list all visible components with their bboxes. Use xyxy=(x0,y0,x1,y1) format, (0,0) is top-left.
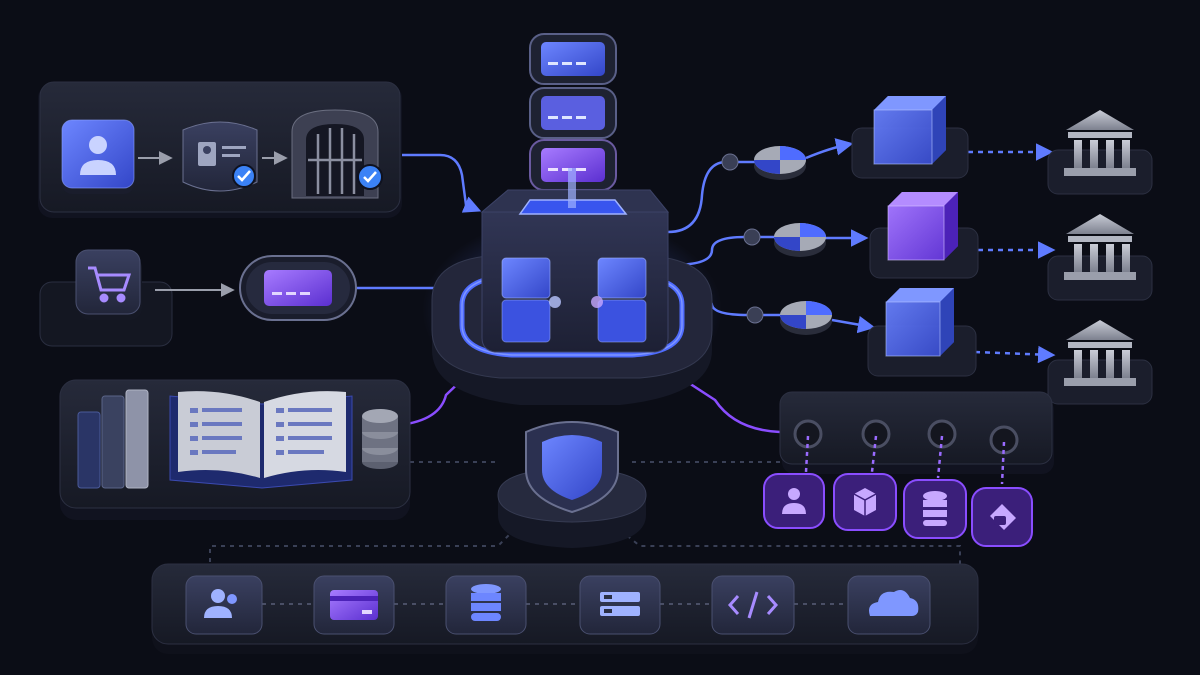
platform-to-shield-left-line xyxy=(209,525,519,562)
output-row-3 xyxy=(746,288,1153,405)
server-icon[interactable] xyxy=(579,575,661,635)
identity-flow-panel xyxy=(38,81,402,218)
check-badge-icon xyxy=(357,164,383,190)
connector-panel xyxy=(763,391,1054,547)
plug-cables xyxy=(804,435,1006,485)
central-hub-cube-icon xyxy=(480,168,670,353)
connectors-to-hub-arrow xyxy=(669,370,781,434)
payment-card-capsule[interactable] xyxy=(239,255,357,321)
shield-icon xyxy=(525,421,619,514)
payment-card-stack[interactable] xyxy=(529,33,617,191)
code-icon[interactable] xyxy=(711,575,795,635)
hub-right-block-icon xyxy=(597,257,647,343)
pie-chart-icon[interactable] xyxy=(780,301,832,335)
package-tag-icon[interactable] xyxy=(833,473,897,531)
id-badge-shield-icon xyxy=(198,142,246,166)
hub-left-block-icon xyxy=(501,257,551,343)
bank-icon[interactable] xyxy=(1047,214,1153,301)
output-row-1 xyxy=(721,96,1153,195)
pie-chart-icon[interactable] xyxy=(754,146,806,180)
user-tag-icon[interactable] xyxy=(763,473,825,529)
payment-card-capsule-icon xyxy=(264,270,332,306)
credit-card-icon[interactable] xyxy=(313,575,395,635)
cloud-icon[interactable] xyxy=(847,575,931,635)
checkout-flow xyxy=(39,249,357,347)
central-hub[interactable] xyxy=(422,168,722,405)
coin-stack-icon[interactable] xyxy=(362,409,398,469)
shopping-cart-icon xyxy=(88,266,132,303)
pie-to-cube-3-arrow xyxy=(831,315,876,334)
platform-bar xyxy=(151,563,979,654)
database-icon[interactable] xyxy=(445,575,527,635)
lock-tag-icon[interactable] xyxy=(971,487,1033,547)
user-tile[interactable] xyxy=(61,119,135,194)
hub-to-output-1-line xyxy=(667,160,760,234)
cube-to-bank-3-arrow xyxy=(974,345,1056,364)
security-shield[interactable] xyxy=(497,421,647,548)
data-cube-icon[interactable] xyxy=(851,96,969,179)
output-row-2 xyxy=(743,192,1153,301)
open-book-icon[interactable] xyxy=(169,391,353,489)
platform-to-shield-right-line xyxy=(619,529,961,565)
payment-card-stack-icon xyxy=(529,33,617,191)
database-tag-icon[interactable] xyxy=(903,479,967,539)
vault-gate-icon xyxy=(308,128,362,194)
id-verification-tile[interactable] xyxy=(182,121,258,192)
identity-to-hub-arrow xyxy=(392,153,482,213)
bank-icon[interactable] xyxy=(1047,320,1153,405)
users-icon[interactable] xyxy=(185,575,263,635)
pie-to-cube-1-arrow xyxy=(805,138,854,160)
check-badge-icon xyxy=(232,164,256,188)
book-stack-icon[interactable] xyxy=(77,389,149,489)
shopping-cart-tile[interactable] xyxy=(75,249,142,320)
user-icon xyxy=(80,136,116,175)
bank-icon[interactable] xyxy=(1047,110,1153,195)
data-cube-icon[interactable] xyxy=(867,288,977,377)
data-cube-icon[interactable] xyxy=(869,192,979,279)
pie-chart-icon[interactable] xyxy=(774,223,826,257)
library-panel xyxy=(59,379,411,520)
vault-gate-tile[interactable] xyxy=(291,109,383,199)
